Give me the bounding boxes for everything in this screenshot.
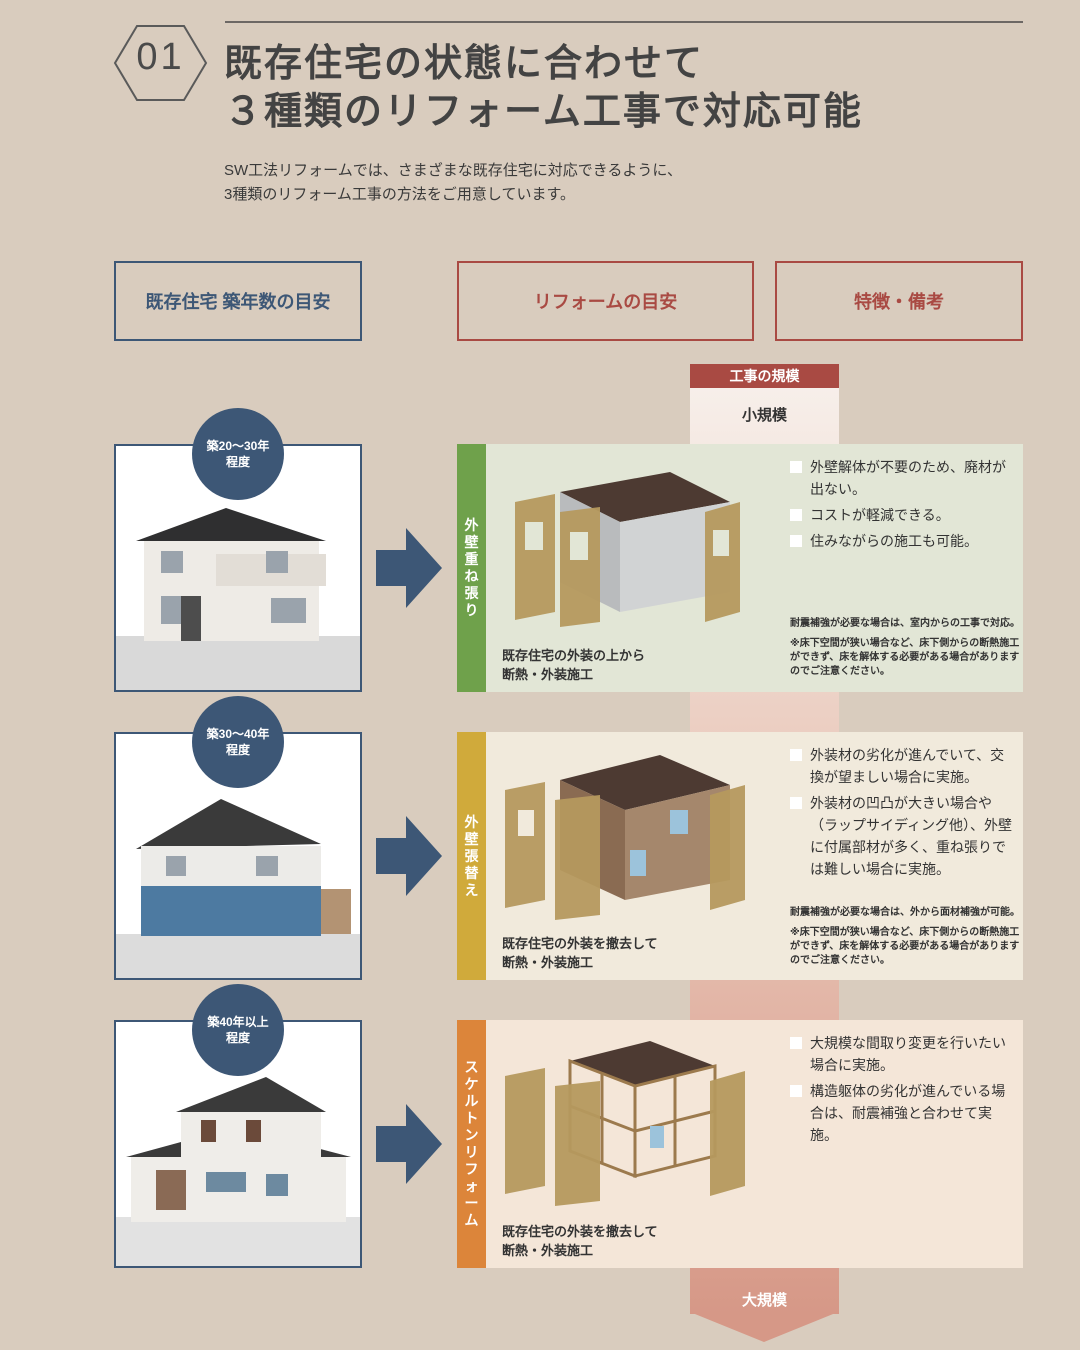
right-arrow-icon [376, 528, 442, 608]
note-seismic: 耐震補強が必要な場合は、室内からの工事で対応。 [790, 618, 1020, 629]
note-1: 耐震補強が必要な場合は、室内からの工事で対応。 ※床下空間が狭い場合など、床下側… [790, 617, 1020, 679]
caption-1: 既存住宅の外装の上から 断熱・外装施工 [502, 646, 645, 684]
method-char: ト [464, 1110, 479, 1126]
age-badge-years: 築30～40年 [206, 727, 270, 741]
feature-list-3: 大規模な間取り変更を行いたい場合に実施。 構造躯体の劣化が進んでいる場合は、耐震… [790, 1032, 1015, 1150]
method-char: 替 [464, 864, 479, 881]
feature-item: 構造躯体の劣化が進んでいる場合は、耐震補強と合わせて実施。 [790, 1080, 1015, 1146]
method-char: え [464, 881, 479, 898]
method-char: 外 [464, 517, 479, 533]
feature-text: 外壁解体が不要のため、廃材が出ない。 [810, 459, 1006, 497]
caption-line-2: 断熱・外装施工 [502, 1243, 594, 1258]
method-char: 重 [464, 551, 479, 567]
method-char: 張 [464, 585, 479, 601]
title-line-1: 既存住宅の状態に合わせて [224, 43, 705, 85]
note-floor: ※床下空間が狭い場合など、床下側からの断熱施工ができず、床を解体する必要がある場… [790, 638, 1020, 677]
scale-title: 工事の規模 [690, 364, 839, 388]
checkbox-square-icon [790, 461, 802, 473]
feature-item: 外装材の劣化が進んでいて、交換が望ましい場合に実施。 [790, 744, 1015, 788]
method-char: ね [464, 568, 479, 584]
method-char: フ [464, 1161, 479, 1177]
method-char: ー [464, 1195, 479, 1211]
age-badge-suffix: 程度 [225, 455, 250, 469]
scale-arrow-tip [690, 1312, 838, 1342]
feature-text: 外装材の劣化が進んでいて、交換が望ましい場合に実施。 [810, 747, 1005, 785]
house-illustration [116, 1077, 360, 1266]
checkbox-square-icon [790, 1037, 802, 1049]
caption-3: 既存住宅の外装を撤去して 断熱・外装施工 [502, 1222, 658, 1260]
header-reform: リフォームの目安 [457, 261, 754, 341]
page-title: 既存住宅の状態に合わせて ３種類のリフォーム工事で対応可能 [224, 40, 863, 136]
feature-text: 構造躯体の劣化が進んでいる場合は、耐震補強と合わせて実施。 [810, 1083, 1006, 1143]
header-age: 既存住宅 築年数の目安 [114, 261, 362, 341]
caption-line-1: 既存住宅の外装を撤去して [502, 936, 658, 951]
house-photo-3 [114, 1020, 362, 1268]
feature-item: 外装材の凹凸が大きい場合や（ラップサイディング他）、外壁に付属部材が多く、重ね張… [790, 792, 1015, 880]
checkbox-square-icon [790, 749, 802, 761]
lead-text: SW工法リフォームでは、さまざまな既存住宅に対応できるように、 3種類のリフォー… [224, 159, 682, 207]
header-features: 特徴・備考 [775, 261, 1023, 341]
checkbox-square-icon [790, 1085, 802, 1097]
method-label-2: 外 壁 張 替 え [457, 732, 486, 980]
caption-line-2: 断熱・外装施工 [502, 667, 594, 682]
method-char: ォ [464, 1178, 479, 1194]
right-arrow-icon [376, 816, 442, 896]
construction-illustration-2 [505, 755, 745, 920]
age-badge-years: 築20～30年 [206, 439, 270, 453]
feature-list-1: 外壁解体が不要のため、廃材が出ない。 コストが軽減できる。 住みながらの施工も可… [790, 456, 1015, 556]
lead-line-2: 3種類のリフォーム工事の方法をご用意しています。 [224, 186, 575, 203]
method-char: ン [464, 1127, 479, 1143]
section-number: 01 [136, 36, 185, 78]
method-char: ス [464, 1059, 479, 1075]
top-rule [225, 21, 1023, 23]
age-badge-years: 築40年以上 [207, 1015, 269, 1029]
method-char: 壁 [464, 830, 479, 847]
feature-item: 外壁解体が不要のため、廃材が出ない。 [790, 456, 1015, 500]
age-badge-suffix: 程度 [225, 1031, 250, 1045]
checkbox-square-icon [790, 509, 802, 521]
note-seismic: 耐震補強が必要な場合は、外から面材補強が可能。 [790, 907, 1020, 918]
method-char: ム [464, 1212, 479, 1228]
feature-text: 外装材の凹凸が大きい場合や（ラップサイディング他）、外壁に付属部材が多く、重ね張… [810, 795, 1013, 877]
age-badge-suffix: 程度 [225, 743, 250, 757]
scale-large-label: 大規模 [741, 1292, 787, 1309]
scale-small-label: 小規模 [741, 407, 787, 424]
caption-line-1: 既存住宅の外装を撤去して [502, 1224, 658, 1239]
feature-list-2: 外装材の劣化が進んでいて、交換が望ましい場合に実施。 外装材の凹凸が大きい場合や… [790, 744, 1015, 884]
feature-text: コストが軽減できる。 [810, 507, 950, 523]
construction-illustration-1 [515, 472, 740, 627]
method-label-3: ス ケ ル ト ン リ フ ォ ー ム [457, 1020, 486, 1268]
feature-text: 大規模な間取り変更を行いたい場合に実施。 [810, 1035, 1006, 1073]
checkbox-square-icon [790, 797, 802, 809]
method-char: リ [464, 1144, 479, 1160]
note-2: 耐震補強が必要な場合は、外から面材補強が可能。 ※床下空間が狭い場合など、床下側… [790, 906, 1020, 968]
method-char: り [464, 602, 479, 618]
method-char: ル [464, 1093, 479, 1109]
caption-2: 既存住宅の外装を撤去して 断熱・外装施工 [502, 934, 658, 972]
feature-item: 大規模な間取り変更を行いたい場合に実施。 [790, 1032, 1015, 1076]
age-badge-2: 築30～40年 程度 [192, 696, 284, 788]
title-line-2: ３種類のリフォーム工事で対応可能 [224, 91, 863, 133]
feature-item: 住みながらの施工も可能。 [790, 530, 1015, 552]
lead-line-1: SW工法リフォームでは、さまざまな既存住宅に対応できるように、 [224, 162, 682, 179]
hexagon-number-frame [113, 25, 208, 101]
house-illustration [116, 508, 360, 690]
checkbox-square-icon [790, 535, 802, 547]
method-char: 外 [464, 813, 479, 830]
feature-item: コストが軽減できる。 [790, 504, 1015, 526]
method-char: 壁 [464, 534, 479, 550]
caption-line-1: 既存住宅の外装の上から [502, 648, 646, 663]
right-arrow-icon [376, 1104, 442, 1184]
note-floor: ※床下空間が狭い場合など、床下側からの断熱施工ができず、床を解体する必要がある場… [790, 927, 1020, 966]
age-badge-1: 築20～30年 程度 [192, 408, 284, 500]
feature-text: 住みながらの施工も可能。 [810, 533, 978, 549]
age-badge-3: 築40年以上 程度 [192, 984, 284, 1076]
method-char: ケ [464, 1076, 479, 1092]
method-label-1: 外 壁 重 ね 張 り [457, 444, 486, 692]
construction-illustration-3 [505, 1041, 745, 1206]
caption-line-2: 断熱・外装施工 [502, 955, 594, 970]
house-illustration [116, 799, 360, 978]
method-char: 張 [464, 847, 479, 864]
